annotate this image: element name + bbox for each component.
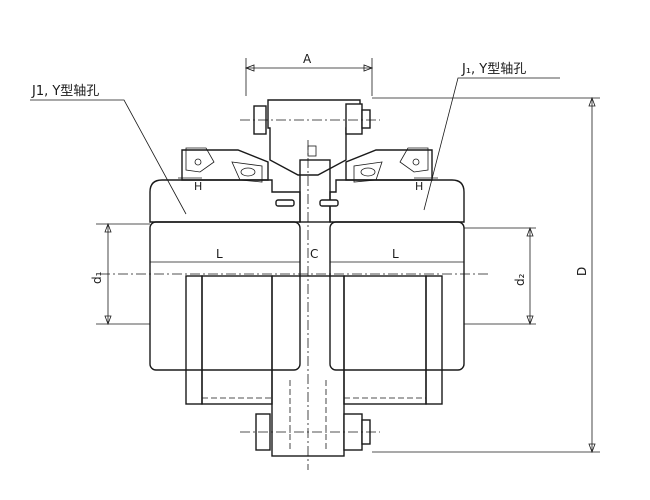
right-insert-hole	[360, 167, 376, 177]
right-sleeve-inner	[343, 275, 427, 405]
left-insert-hole	[240, 167, 256, 177]
label-layer: J1, Y型轴孔 J₁, Y型轴孔 A H H L C L d₁ d₂ D	[31, 52, 589, 286]
right-sleeve-outer	[425, 275, 443, 405]
dim-H-left-label: H	[194, 180, 202, 193]
left-gear-teeth	[181, 149, 269, 181]
dimensions	[30, 58, 600, 454]
lower-outside-view	[100, 140, 490, 470]
dim-A-label: A	[303, 52, 312, 66]
right-bore-label: J₁, Y型轴孔	[461, 62, 526, 77]
dim-D-label: D	[575, 267, 589, 276]
dim-d1-label: d₁	[90, 271, 104, 284]
left-bore-leader	[30, 99, 187, 215]
left-pin	[275, 199, 295, 207]
right-bore-leader	[423, 77, 560, 211]
right-o-ring	[412, 158, 420, 166]
center-spacer-top	[299, 159, 331, 223]
left-sleeve-inner	[201, 275, 273, 405]
right-hub-body	[329, 221, 465, 371]
top-bolt-nut	[361, 109, 371, 129]
dim-L-left-label: L	[216, 247, 223, 261]
left-hub-body	[149, 221, 301, 371]
center-spacer-mark	[307, 145, 317, 157]
left-bore-label: J1, Y型轴孔	[31, 84, 99, 99]
right-seal	[399, 147, 429, 173]
left-insert	[231, 161, 263, 183]
dim-dz-label: d₂	[513, 273, 527, 286]
dim-C-label: C	[310, 247, 318, 261]
dim-L-right-label: L	[392, 247, 399, 261]
left-o-ring	[194, 158, 202, 166]
upper-section-view	[149, 99, 465, 223]
right-hub-section	[329, 179, 465, 223]
right-pin	[319, 199, 339, 207]
right-gear-teeth	[345, 149, 433, 181]
left-sleeve-outer	[185, 275, 203, 405]
right-insert	[353, 161, 383, 183]
top-bolt-head-right	[345, 103, 363, 135]
dim-H-right-label: H	[415, 180, 423, 193]
left-seal	[185, 147, 215, 173]
